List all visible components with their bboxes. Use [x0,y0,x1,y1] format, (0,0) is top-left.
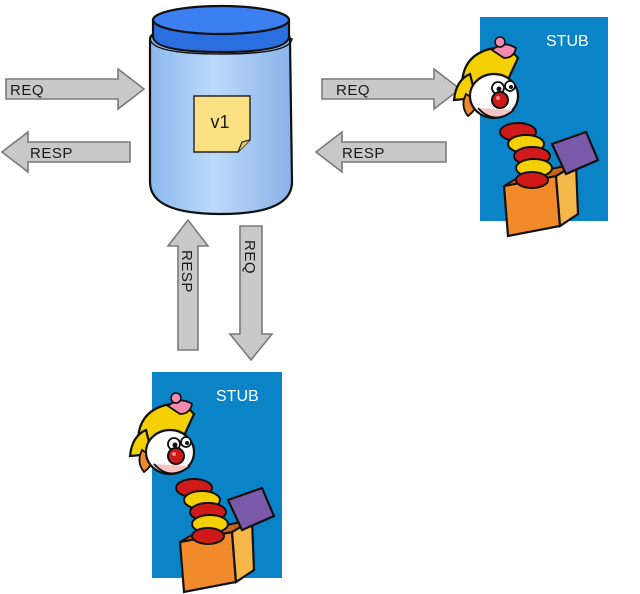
arrow-left-resp: RESP [0,130,131,174]
arrow-right-req-label: REQ [336,82,370,99]
stub-bottom-label: STUB [216,388,259,405]
arrow-right-resp-label: RESP [342,145,385,162]
arrow-bottom-resp: RESP [166,218,210,351]
arrow-right-resp: RESP [314,130,447,174]
service-jar: v1 [148,4,294,216]
stub-right: STUB [452,17,608,238]
jar-lid [151,4,291,54]
arrow-bottom-req-label: REQ [241,240,258,274]
arrow-bottom-req: REQ [228,225,274,362]
version-note: v1 [193,95,251,153]
stub-right-label: STUB [546,33,589,50]
arrow-right-req: REQ [321,67,462,111]
arrow-left-resp-label: RESP [30,145,73,162]
version-label: v1 [210,112,229,132]
arrow-bottom-resp-label: RESP [178,250,195,293]
stub-bottom: STUB [128,372,282,594]
arrow-left-req: REQ [5,67,146,111]
arrow-left-req-label: REQ [10,82,44,99]
